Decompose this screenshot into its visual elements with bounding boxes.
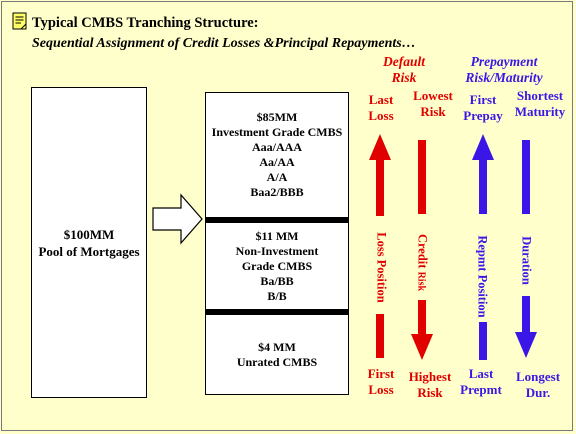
note-icon [12, 12, 27, 30]
loss-top-line2: Loss [368, 108, 394, 123]
tranche-line: Ba/BB [260, 273, 294, 288]
tranche-line: $4 MM [258, 339, 296, 354]
default-risk-header-line1: Default [383, 54, 425, 69]
repmt-top-line1: First [469, 92, 497, 107]
credit-top-line1: Lowest [413, 88, 453, 103]
tranche-line: A/A [266, 170, 288, 184]
arrow-up-icon [472, 134, 494, 214]
bar-bottom-icon [376, 314, 384, 358]
pool-amount: $100MM [63, 226, 115, 242]
repmt-bottom-line1: Last [468, 366, 494, 381]
tranche-investment-grade: $85MM Investment Grade CMBS Aaa/AAA Aa/A… [206, 93, 348, 217]
duration-bottom-line2: Dur. [525, 385, 551, 400]
repmt-position-top-label: First Prepay [460, 92, 506, 124]
credit-bottom-line1: Highest [408, 369, 452, 384]
arrow-down-icon [411, 300, 433, 360]
loss-top-line1: Last [368, 92, 394, 107]
tranche-line: Investment Grade CMBS [211, 125, 343, 139]
tranche-line: $85MM [256, 110, 298, 124]
tranche-line: Baa2/BBB [250, 185, 304, 199]
duration-top-line1: Shortest [516, 88, 564, 103]
slide-subtitle: Sequential Assignment of Credit Losses &… [32, 36, 416, 51]
prepayment-risk-header: Prepayment Risk/Maturity [456, 54, 552, 86]
default-risk-header-line2: Risk [391, 70, 417, 85]
bar-bottom-icon [479, 322, 487, 360]
slide-title: Typical CMBS Tranching Structure: [32, 15, 259, 31]
credit-risk-label-main: Credit [415, 233, 430, 272]
pool-label: Pool of Mortgages [38, 243, 140, 259]
tranche-divider [205, 217, 349, 223]
tranche-line: Unrated CMBS [236, 354, 318, 369]
prepayment-risk-header-line1: Prepayment [470, 54, 538, 69]
credit-risk-label-small: Risk [415, 271, 427, 292]
tranche-line: Grade CMBS [241, 258, 313, 273]
mortgage-pool-box: $100MM Pool of Mortgages [31, 87, 147, 398]
prepayment-risk-header-line2: Risk/Maturity [465, 70, 543, 85]
tranche-unrated: $4 MM Unrated CMBS [206, 315, 348, 394]
repmt-position-bottom-label: Last Prepmt [456, 366, 506, 398]
credit-top-line2: Risk [420, 104, 446, 119]
loss-position-top-label: Last Loss [358, 92, 404, 124]
duration-top-label: Shortest Maturity [510, 88, 570, 120]
tranche-line: Non-Investment [235, 243, 319, 258]
default-risk-header: Default Risk [372, 54, 436, 86]
tranche-non-investment-grade: $11 MM Non-Investment Grade CMBS Ba/BB B… [206, 223, 348, 309]
tranche-stack: $85MM Investment Grade CMBS Aaa/AAA Aa/A… [205, 92, 349, 395]
loss-position-label: Loss Position [374, 232, 389, 303]
duration-bottom-label: Longest Dur. [508, 369, 568, 401]
credit-risk-top-label: Lowest Risk [405, 88, 461, 120]
repmt-position-label: Repmt Position [475, 235, 490, 318]
right-arrow-icon [152, 193, 203, 245]
loss-bottom-line2: Loss [368, 382, 394, 397]
arrow-up-icon [369, 134, 391, 216]
loss-position-bottom-label: First Loss [358, 366, 404, 398]
repmt-bottom-line2: Prepmt [460, 382, 502, 397]
tranche-line: Aa/AA [259, 155, 295, 169]
tranche-divider [205, 309, 349, 315]
bar-top-icon [418, 140, 426, 214]
loss-bottom-line1: First [367, 366, 395, 381]
duration-label: Duration [519, 236, 534, 285]
duration-bottom-line1: Longest [515, 369, 561, 384]
credit-risk-label: Credit Risk [415, 218, 430, 308]
tranche-line: B/B [267, 288, 287, 303]
arrow-down-icon [515, 296, 537, 358]
credit-risk-bottom-label: Highest Risk [402, 369, 458, 401]
duration-top-line2: Maturity [514, 104, 566, 119]
credit-bottom-line2: Risk [417, 385, 443, 400]
tranche-line: Aaa/AAA [252, 140, 302, 154]
repmt-top-line2: Prepay [463, 108, 503, 123]
tranche-line: $11 MM [255, 228, 299, 243]
bar-top-icon [522, 140, 530, 214]
